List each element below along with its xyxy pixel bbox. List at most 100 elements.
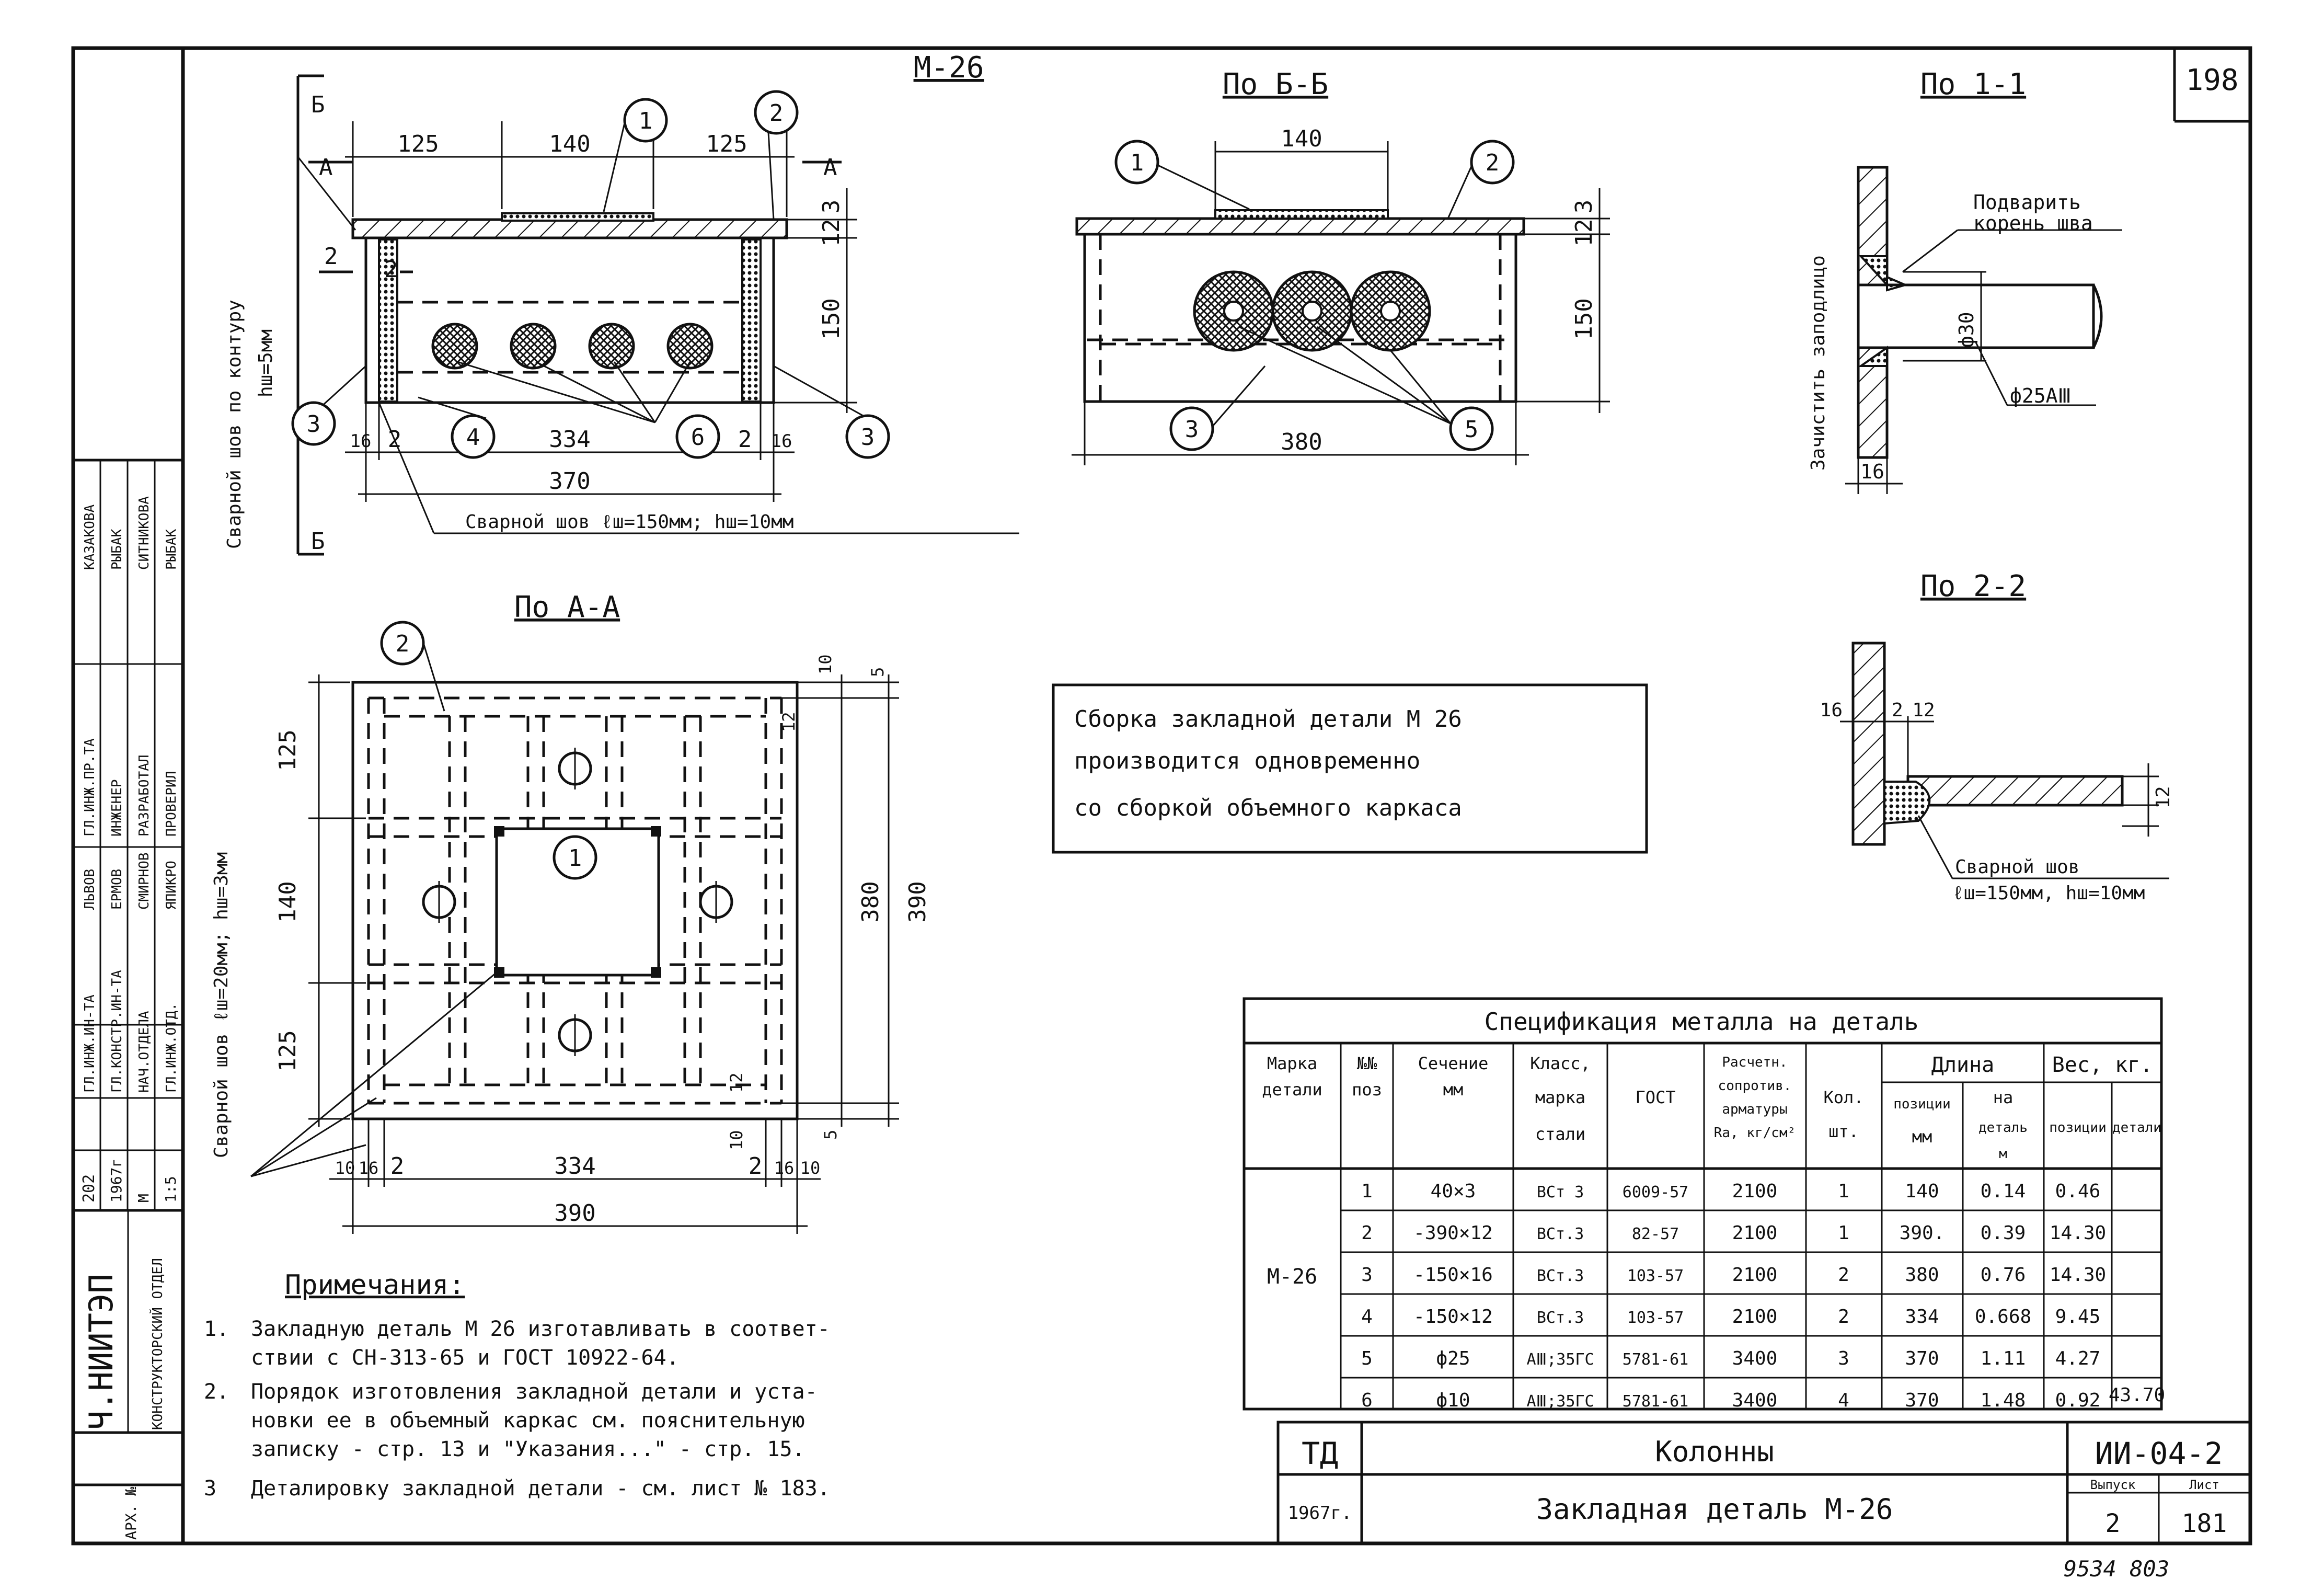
view-aa-dims: 2 1 125 140 125 380 390 10 5 12 10 12 5 …	[211, 631, 931, 1227]
view-bb-title: По Б-Б	[1223, 67, 1328, 101]
bt-sheet-label: Лист	[2189, 1478, 2219, 1492]
note-2-line-3: записку - стр. 13 и "Указания..." - стр.…	[251, 1437, 805, 1461]
spec-h-len-pos-1: позиции	[1893, 1096, 1951, 1112]
spec-h-qty-2: шт.	[1828, 1121, 1859, 1141]
spec-cell-qty: 1	[1838, 1222, 1849, 1244]
spec-h-gost: ГОСТ	[1635, 1088, 1675, 1107]
name2-1: КАЗАКОВА	[82, 504, 98, 570]
spec-h-class-3: стали	[1535, 1124, 1585, 1144]
spec-h-resist-3: арматуры	[1722, 1102, 1787, 1117]
notes-section: Примечания: 1. Закладную деталь М 26 изг…	[204, 1269, 830, 1501]
bottom-title-text: ТД 1967г. Колонны Закладная деталь М-26 …	[1288, 1435, 2227, 1538]
role-2: ГЛ.КОНСТР.ИН-ТА	[109, 970, 125, 1093]
s11-note-right-1: Подварить	[1973, 191, 2081, 214]
spec-h-resist-2: сопротив.	[1718, 1078, 1792, 1094]
spec-cell-len_det: 1.48	[1981, 1390, 2026, 1411]
spec-cell-len_det: 0.39	[1981, 1222, 2026, 1244]
m26-weld-side: Сварной шов по контуру	[224, 300, 245, 549]
aa-dim-bottom-5: 2	[749, 1153, 763, 1180]
spec-h-len-det-1: на	[1993, 1088, 2014, 1107]
view-11-title: По 1-1	[1920, 67, 2026, 101]
s11-thk: 16	[1860, 460, 1884, 483]
m26-section-b-bottom: Б	[311, 528, 325, 555]
aa-callout-1: 1	[568, 845, 582, 872]
spec-h-len-pos-2: мм	[1912, 1127, 1932, 1147]
aa-dim-total: 390	[554, 1200, 595, 1227]
m26-dim-bottom-1: 16	[350, 431, 372, 452]
view-22	[1840, 642, 2169, 879]
m26-section-a-left: А	[319, 154, 333, 181]
bt-name: Колонны	[1655, 1435, 1774, 1468]
view-m26-title: М-26	[914, 51, 984, 85]
spec-cell-w: 14.30	[2050, 1222, 2106, 1244]
aa-dim-bottom-6: 16	[774, 1158, 795, 1178]
spec-h-len-det-2: деталь	[1978, 1120, 2028, 1136]
aa-dim-right-small-3: 12	[779, 712, 799, 732]
view-bb	[1072, 141, 1610, 465]
m26-dim-bottom-3: 334	[549, 426, 590, 453]
dept-name: КОНСТРУКТОРСКИЙ ОТДЕЛ	[149, 1258, 166, 1430]
spec-h-qty-1: Кол.	[1823, 1088, 1863, 1107]
spec-cell-len_det: 1.11	[1981, 1348, 2026, 1369]
bb-dim-bottom: 380	[1281, 429, 1322, 455]
sheet-frame	[71, 46, 2252, 1546]
role2-1: ГЛ.ИНЖ.ПР.ТА	[82, 738, 98, 837]
spec-cell-pos: 6	[1361, 1390, 1373, 1411]
view-bb-dims: 140 3 12 150 380 1 2 3 5	[1114, 125, 1597, 455]
spec-cell-len: 370	[1905, 1390, 1939, 1411]
view-22-title: По 2-2	[1920, 569, 2026, 603]
aa-dim-bottom-2: 16	[359, 1158, 379, 1178]
spec-cell-len: 140	[1905, 1181, 1939, 1202]
spec-cell-steel: ВСт.3	[1537, 1267, 1584, 1285]
assembly-note-line-2: производится одновременно	[1074, 748, 1420, 774]
aa-callout-2: 2	[396, 631, 410, 657]
role2-4: ПРОВЕРИЛ	[164, 771, 179, 837]
view-11-labels: Зачистить заподлицо Подварить корень шва…	[1808, 191, 2093, 483]
bt-sheet: 181	[2182, 1509, 2227, 1538]
title-rows-left: ГЛ.ИНЖ.ИН-ТА ГЛ.КОНСТР.ИН-ТА НАЧ.ОТДЕЛА …	[82, 496, 179, 1093]
spec-cell-steel: ВСт.3	[1537, 1225, 1584, 1243]
m26-section-2-right: 2	[384, 256, 398, 283]
callout-3: 3	[307, 411, 321, 438]
spec-cell-len_det: 0.76	[1981, 1264, 2026, 1286]
spec-cell-len_det: 0.668	[1975, 1306, 2031, 1327]
note-3-number: 3	[204, 1476, 216, 1501]
spec-cell-gost: 5781-61	[1623, 1350, 1688, 1369]
assembly-note-box: Сборка закладной детали М 26 производитс…	[1052, 683, 1648, 854]
spec-cell-len: 334	[1905, 1306, 1939, 1327]
spec-cell-section: -390×12	[1413, 1222, 1493, 1244]
m26-dim-top-3: 125	[706, 131, 747, 157]
assembly-note-line-3: со сборкой объемного каркаса	[1074, 795, 1462, 821]
spec-h-mark-2: детали	[1262, 1080, 1322, 1100]
spec-h-class-2: марка	[1535, 1088, 1585, 1107]
spec-cell-steel: АⅢ;35ГС	[1526, 1350, 1594, 1369]
note-1-number: 1.	[204, 1317, 229, 1341]
role2-3: РАЗРАБОТАЛ	[136, 754, 152, 837]
spec-h-resist-4: Rа, кг/см²	[1714, 1125, 1796, 1141]
name2-4: РЫБАК	[164, 529, 179, 570]
m26-dim-top-2: 140	[549, 131, 590, 157]
aa-dim-bottom-small-2: 12	[727, 1072, 746, 1093]
m26-dim-right-2: 12	[818, 219, 845, 247]
spec-cell-ra: 2100	[1732, 1306, 1778, 1327]
series-year: 1967г	[108, 1159, 125, 1203]
spec-cell-section: -150×12	[1413, 1306, 1493, 1327]
role-4: ГЛ.ИНЖ.ОТД.	[164, 1003, 179, 1093]
spec-cell-section: -150×16	[1413, 1264, 1493, 1286]
bottom-numbers: 9534 803	[2064, 1556, 2169, 1582]
spec-cell-len: 380	[1905, 1264, 1939, 1286]
aa-dim-right-small-1: 10	[815, 654, 835, 674]
spec-cell-qty: 2	[1838, 1264, 1849, 1286]
spec-cell-qty: 1	[1838, 1181, 1849, 1202]
bb-dim-right-1: 3	[1571, 200, 1597, 214]
spec-h-w-det: детали	[2112, 1120, 2161, 1136]
aa-dim-right-outer: 390	[904, 881, 931, 922]
arch-number: АРХ. №	[122, 1487, 140, 1540]
spec-cell-section: ф10	[1436, 1390, 1470, 1411]
spec-total: 43.70	[2109, 1384, 2165, 1406]
spec-cell-len_det: 0.14	[1981, 1181, 2026, 1202]
bb-callout-1: 1	[1130, 150, 1144, 176]
note-2-line-1: Порядок изготовления закладной детали и …	[251, 1380, 818, 1404]
spec-h-class-1: Класс,	[1530, 1054, 1591, 1073]
